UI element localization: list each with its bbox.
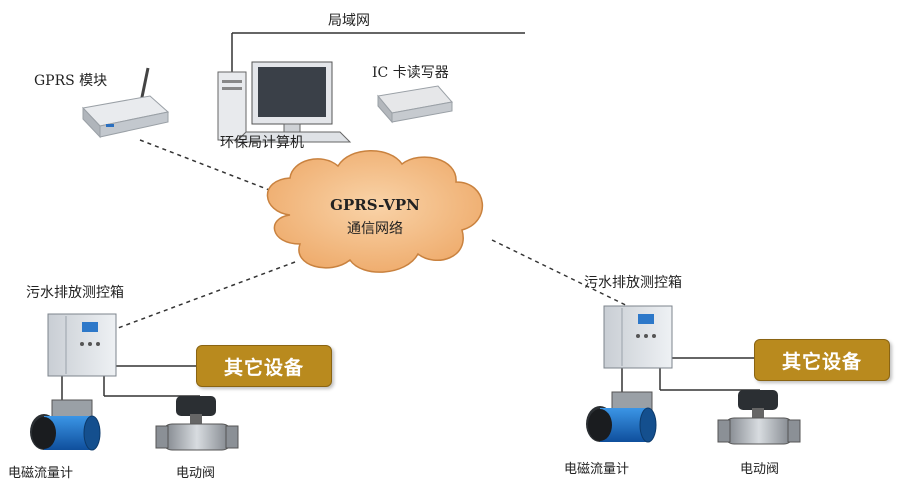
site1-other-equipment-tag: 其它设备 <box>196 345 332 387</box>
site2-other-equipment-tag: 其它设备 <box>754 339 890 381</box>
computer-label: 环保局计算机 <box>220 135 304 151</box>
site2-control-cabinet <box>603 305 673 369</box>
gprs-module-device <box>82 67 170 139</box>
site2-flowmeter-label: 电磁流量计 <box>564 462 630 477</box>
lan-label: 局域网 <box>328 13 370 29</box>
site1-box-label: 污水排放测控箱 <box>26 285 124 301</box>
computer-device <box>217 61 352 143</box>
link-cloud-site2 <box>491 239 641 313</box>
site1-valve-device <box>155 396 239 451</box>
gprs-vpn-cloud <box>266 150 484 273</box>
site2-box-label: 污水排放测控箱 <box>584 275 682 291</box>
site1-control-cabinet <box>47 313 117 377</box>
link-gprs-cloud <box>139 139 291 199</box>
site2-flowmeter-device <box>586 391 657 443</box>
site1-flowmeter-device <box>30 399 101 451</box>
gprs-module-label: GPRS 模块 <box>34 73 108 89</box>
ic-reader-label: IC 卡读写器 <box>372 65 449 81</box>
site2-valve-device <box>717 390 801 445</box>
site1-valve-label: 电动阀 <box>176 466 216 481</box>
site2-valve-label: 电动阀 <box>740 462 780 477</box>
link-cloud-site1 <box>117 261 296 329</box>
ic-reader-device <box>377 85 453 124</box>
cloud-title: GPRS-VPN <box>330 196 420 214</box>
site1-flowmeter-label: 电磁流量计 <box>8 466 74 481</box>
cloud-subtitle: 通信网络 <box>347 221 403 237</box>
